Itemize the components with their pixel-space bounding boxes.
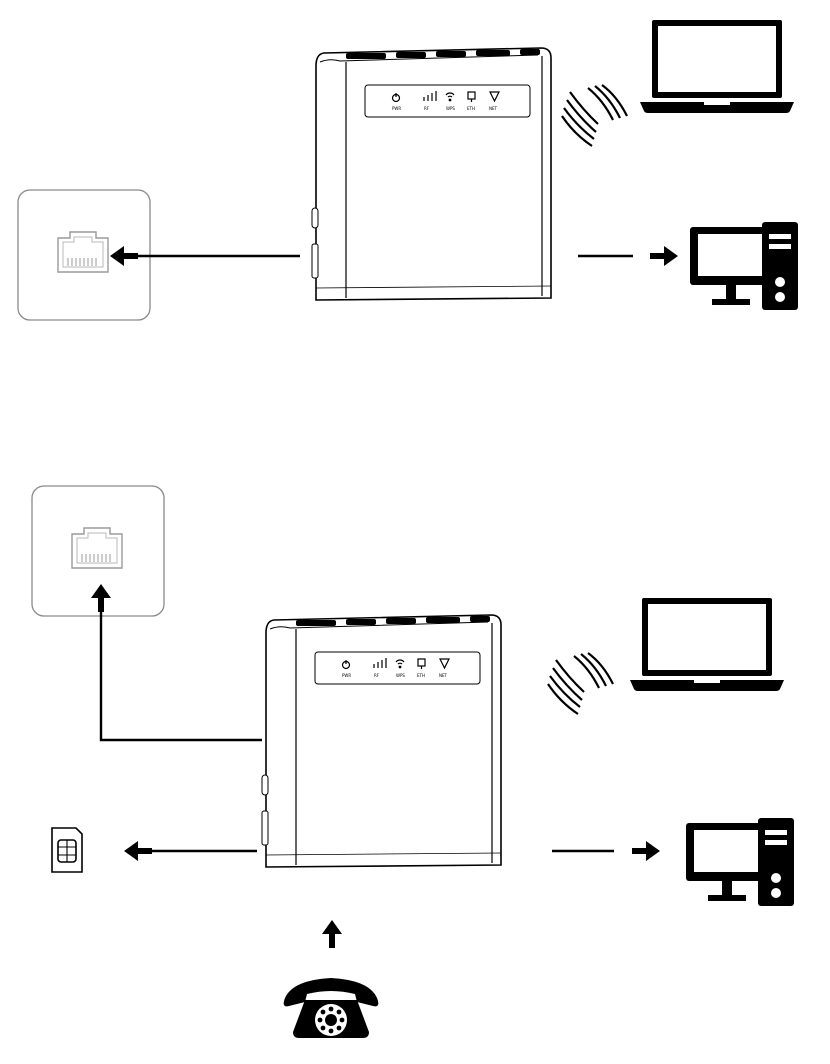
router-icon <box>312 48 551 300</box>
arrow-icon <box>650 246 678 266</box>
led-label: NET <box>439 673 448 678</box>
led-label: PWR <box>392 106 401 111</box>
desktop-computer-icon <box>690 222 798 310</box>
led-label: ETH <box>417 673 425 678</box>
desktop-computer-icon <box>686 818 794 906</box>
led-label: PWR <box>342 673 351 678</box>
arrow-icon <box>632 841 660 861</box>
led-label: RF <box>424 106 430 111</box>
led-label: ETH <box>467 106 475 111</box>
led-label: WPS <box>396 673 405 678</box>
wifi-waves-icon <box>562 85 627 146</box>
laptop-icon <box>630 598 784 691</box>
sim-card-icon <box>52 828 82 872</box>
led-label: NET <box>489 106 498 111</box>
laptop-icon <box>640 20 794 113</box>
arrow-icon <box>322 920 342 948</box>
router-icon <box>262 615 501 867</box>
cable-to-socket <box>101 610 262 740</box>
telephone-icon <box>284 978 379 1038</box>
led-label: WPS <box>446 106 455 111</box>
panel-scenario-1: PWR RF WPS ETH NET <box>18 20 798 320</box>
wifi-waves-icon <box>548 653 613 714</box>
led-label: RF <box>374 673 380 678</box>
arrow-icon <box>124 841 152 861</box>
panel-scenario-2: PWR RF WPS ETH NET <box>32 486 794 1038</box>
